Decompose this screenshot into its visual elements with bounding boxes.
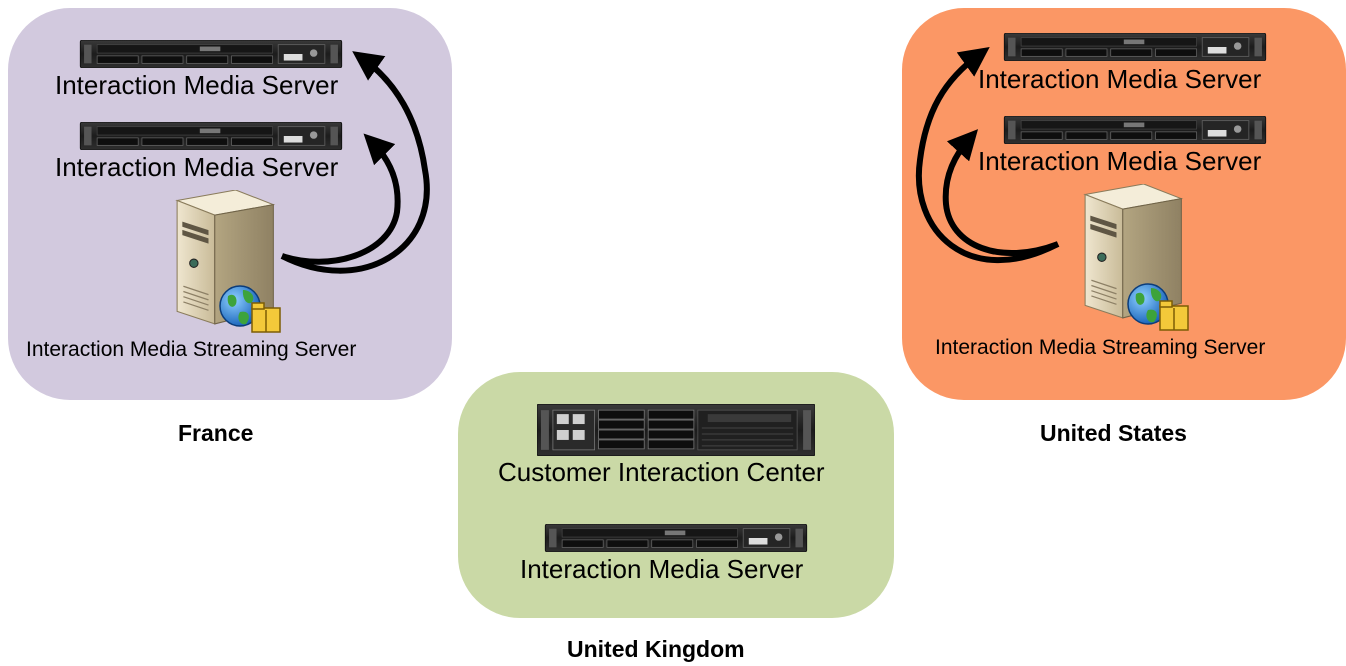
- us-streaming-server-label: Interaction Media Streaming Server: [935, 336, 1266, 359]
- france-media-server-1-label: Interaction Media Server: [55, 70, 339, 100]
- us-country-label: United States: [1040, 420, 1187, 446]
- us-arrow-to-server-2: [942, 129, 1060, 256]
- uk-cic-label: Customer Interaction Center: [498, 457, 825, 487]
- france-country-label: France: [178, 420, 254, 446]
- france-arrow-to-server-2: [281, 133, 401, 265]
- france-media-server-2-label: Interaction Media Server: [55, 152, 339, 182]
- uk-country-label: United Kingdom: [567, 636, 745, 662]
- france-arrow-to-server-1: [280, 51, 430, 274]
- us-media-server-2-label: Interaction Media Server: [978, 146, 1262, 176]
- uk-media-server-label: Interaction Media Server: [520, 554, 804, 584]
- us-media-server-1-label: Interaction Media Server: [978, 64, 1262, 94]
- france-streaming-server-label: Interaction Media Streaming Server: [26, 338, 357, 361]
- us-arrow-to-server-1: [915, 46, 1060, 264]
